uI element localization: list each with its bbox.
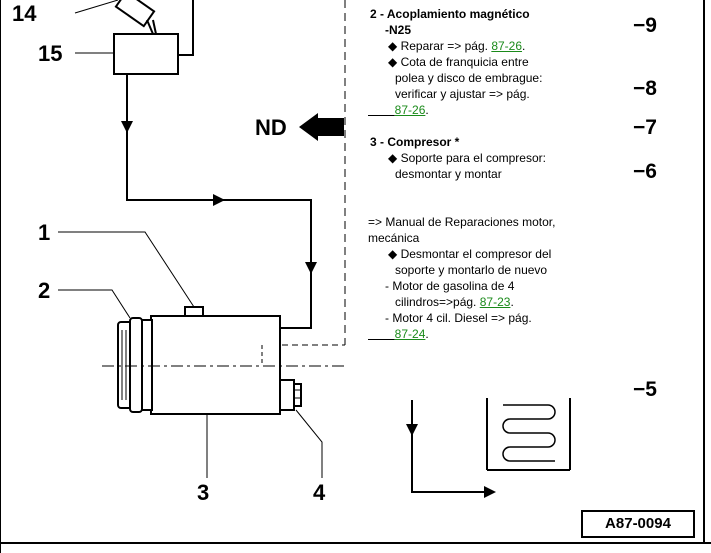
refrigerant-pipe [126, 74, 312, 329]
flow-arrow-1 [121, 121, 133, 133]
manual-dash-2: - Motor 4 cil. Diesel => pág. [385, 311, 532, 325]
index-7: −7 [633, 116, 657, 139]
index-5: −5 [633, 378, 657, 401]
item-2-bullet-1: ◆ Reparar => pág. 87-26. [388, 39, 526, 53]
component-14 [114, 0, 157, 35]
leader-4 [295, 409, 323, 478]
item-3-title: 3 - Compresor * [370, 135, 460, 149]
manual-bullet-1-line-2: soporte y montarlo de nuevo [395, 263, 548, 277]
callout-3: 3 [197, 480, 210, 505]
flow-arrow-2 [213, 194, 225, 206]
link-87-24[interactable]: 87-24 [394, 327, 426, 341]
item-2-bullet-2-link-line: 87-26. [394, 103, 429, 117]
evaporator [486, 398, 571, 471]
callout-2: 2 [38, 278, 51, 303]
callout-14: 14 [12, 1, 37, 26]
callout-15: 15 [38, 41, 63, 66]
bullet-diamond-icon: ◆ [388, 151, 398, 165]
bullet-diamond-icon: ◆ [388, 39, 398, 53]
item-2-bullet-2-line-3: verificar y ajustar => pág. [395, 87, 530, 101]
callout-1: 1 [38, 220, 51, 245]
callout-4: 4 [313, 480, 326, 505]
label-nd: ND [255, 115, 287, 140]
flow-arrow-5 [484, 486, 496, 498]
item-2-title: 2 - Acoplamiento magnético [370, 7, 530, 21]
figure-reference: A87-0094 [581, 510, 695, 538]
manual-dash-2-link-line: 87-24. [394, 327, 429, 341]
index-6: −6 [633, 160, 657, 183]
flow-arrow-3 [305, 262, 317, 274]
item-2-bullet-2: ◆ Cota de franquicia entre [388, 55, 529, 69]
leader-2 [58, 289, 131, 319]
pipe-top [178, 0, 194, 56]
compressor [117, 306, 302, 415]
bullet-diamond-icon: ◆ [388, 55, 398, 69]
component-15 [113, 33, 179, 75]
leader-1 [58, 231, 195, 308]
manual-dash-1: - Motor de gasolina de 4 [385, 279, 515, 293]
flow-arrow-4 [406, 424, 418, 436]
manual-dash-1-line-2: cilindros=>pág. 87-23. [395, 295, 514, 309]
nd-arrow [299, 113, 344, 141]
index-8: −8 [633, 77, 657, 100]
item-2-subtitle: -N25 [385, 23, 412, 37]
item-2-bullet-2-line-2: polea y disco de embrague: [395, 71, 543, 85]
link-87-23[interactable]: 87-23 [479, 295, 511, 309]
link-87-26-a[interactable]: 87-26 [491, 39, 523, 53]
link-87-26-b[interactable]: 87-26 [394, 103, 426, 117]
index-9: −9 [633, 14, 657, 37]
pipe-bottom [411, 400, 490, 493]
item-3-bullet-1-line-2: desmontar y montar [395, 167, 502, 181]
item-3-bullet-1: ◆ Soporte para el compresor: [388, 151, 546, 165]
bullet-diamond-icon: ◆ [388, 247, 398, 261]
manual-bullet-1: ◆ Desmontar el compresor del [388, 247, 552, 261]
leader-14 [74, 0, 119, 14]
manual-ref-line-1: => Manual de Reparaciones motor, [368, 215, 556, 229]
manual-ref-line-2: mecánica [368, 231, 420, 245]
